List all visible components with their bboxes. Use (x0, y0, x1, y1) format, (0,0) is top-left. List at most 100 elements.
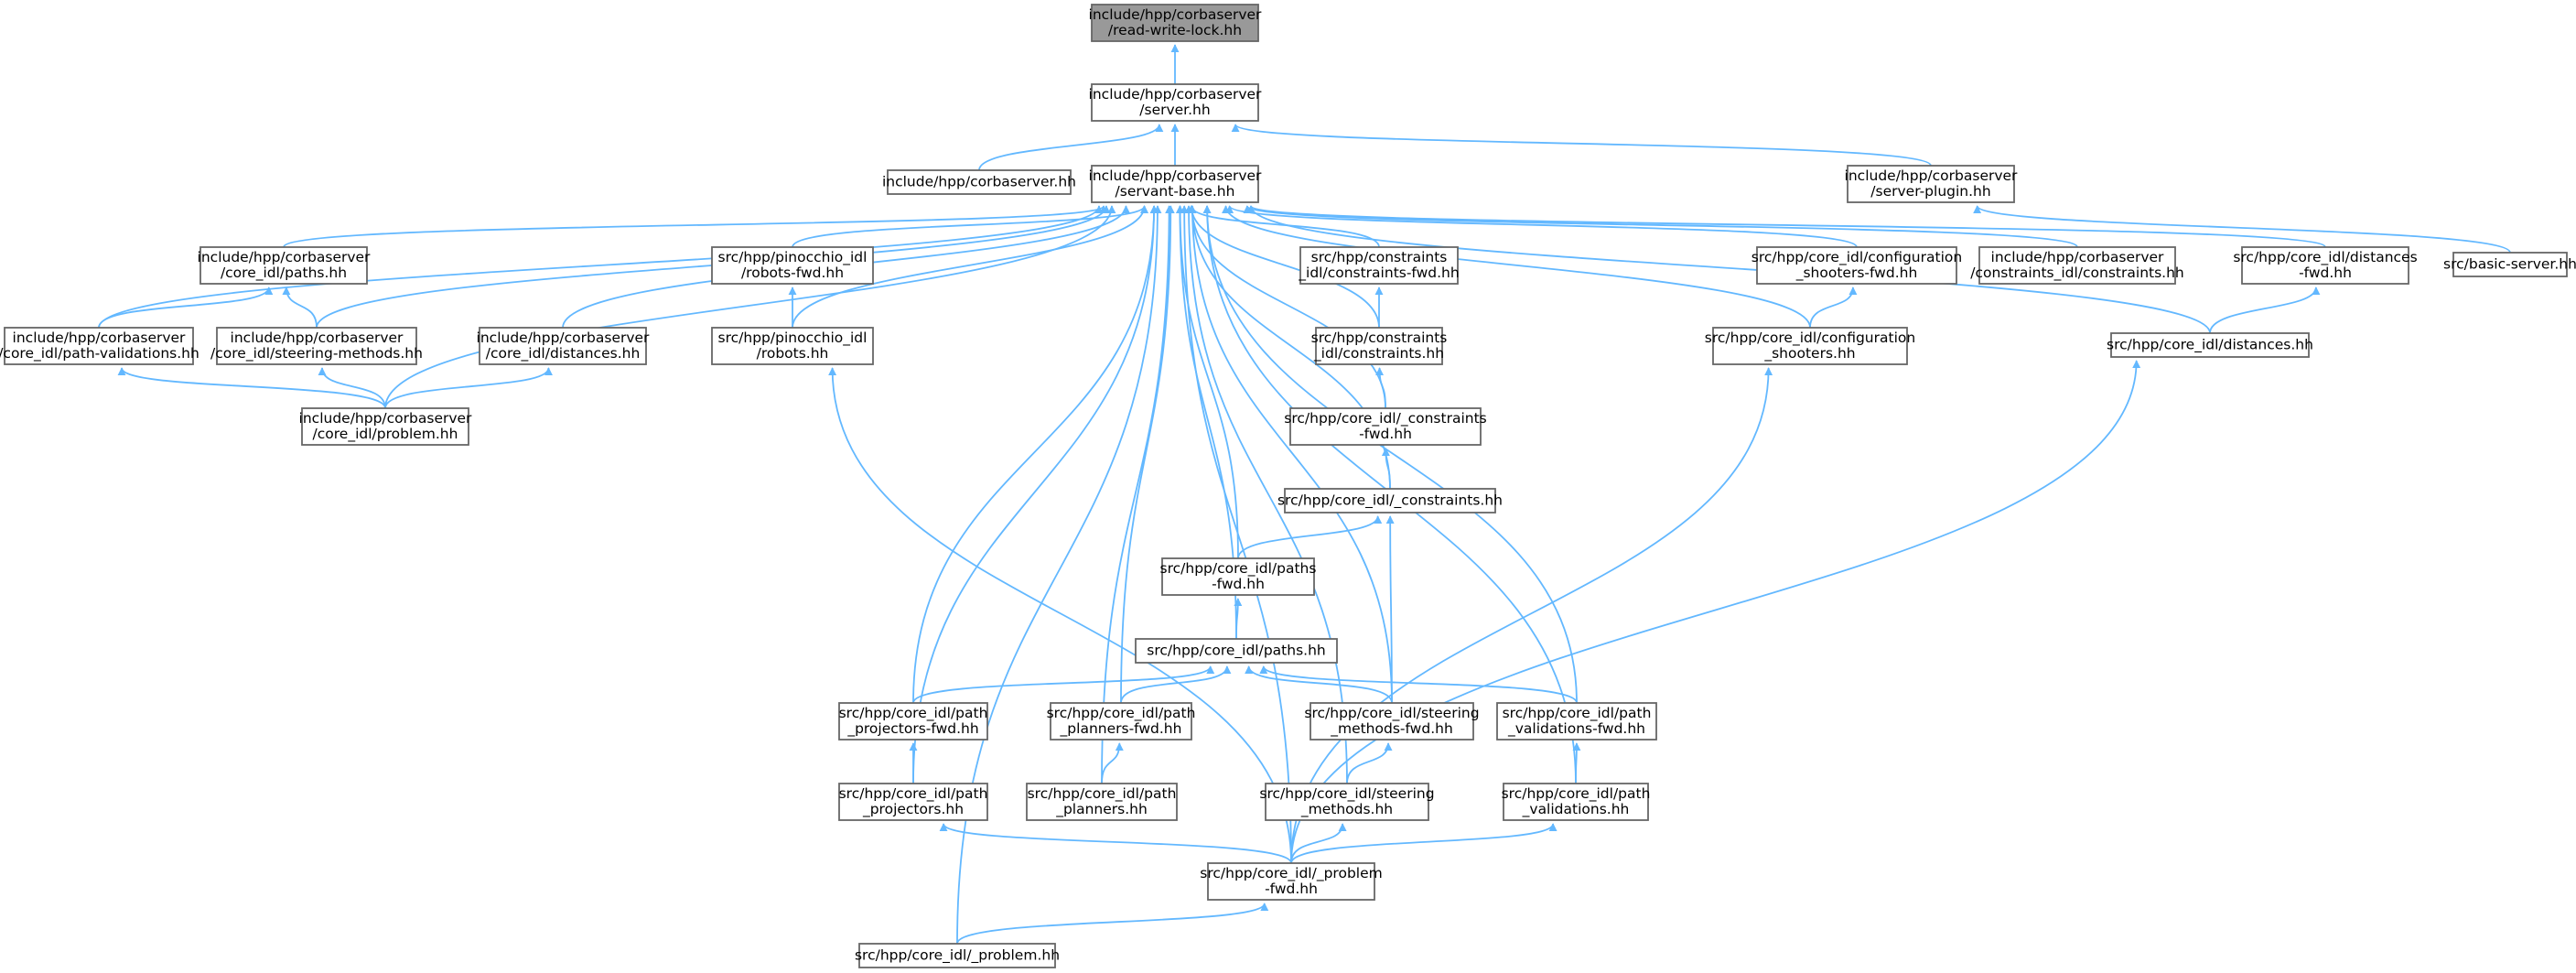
node-src-hpp-core-idl-path-planners-fwd-hh[interactable]: src/hpp/core_idl/path_planners-fwd.hh (1047, 702, 1196, 741)
node-label: -fwd.hh (1212, 576, 1265, 592)
edge-n17-to-n3 (1225, 205, 1858, 248)
edge-n8-to-n6 (282, 286, 318, 329)
node-label: src/hpp/core_idl/path (839, 705, 988, 722)
node-include-hpp-corbaserver-hh[interactable]: include/hpp/corbaserver.hh (882, 169, 1076, 195)
node-src-hpp-core-idl-paths-fwd-hh[interactable]: src/hpp/core_idl/paths-fwd.hh (1160, 557, 1317, 596)
node-src-hpp-core-idl-configuration-shooters-hh[interactable]: src/hpp/core_idl/configuration_shooters.… (1705, 327, 1915, 365)
node-src-hpp-constraints-idl-constraints-fwd-hh[interactable]: src/hpp/constraints_idl/constraints-fwd.… (1298, 246, 1460, 285)
edge-n24-to-n23 (912, 665, 1215, 704)
node-src-hpp-core-idl-path-projectors-fwd-hh[interactable]: src/hpp/core_idl/path_projectors-fwd.hh (838, 702, 988, 741)
edge-n29-to-n25 (1101, 742, 1124, 784)
edge-path (1231, 124, 1932, 167)
node-label: src/hpp/core_idl/paths (1160, 560, 1317, 578)
node-label: /constraints_idl/constraints.hh (1970, 265, 2184, 282)
edge-path (1973, 205, 2511, 254)
node-label: /core_idl/steering-methods.hh (210, 345, 423, 362)
node-label: src/hpp/pinocchio_idl (718, 249, 868, 266)
node-src-hpp-core-idl-path-validations-fwd-hh[interactable]: src/hpp/core_idl/path_validations-fwd.hh (1496, 702, 1657, 741)
node-src-hpp-core-idl-constraints-fwd-hh[interactable]: src/hpp/core_idl/_constraints-fwd.hh (1284, 407, 1487, 446)
node-src-hpp-core-idl-path-validations-hh[interactable]: src/hpp/core_idl/path_validations.hh (1502, 783, 1651, 821)
node-box (1299, 246, 1459, 285)
node-src-hpp-core-idl-distances-fwd-hh[interactable]: src/hpp/core_idl/distances-fwd.hh (2233, 246, 2418, 285)
node-label: include/hpp/corbaserver (231, 330, 404, 346)
node-src-hpp-core-idl-path-projectors-hh[interactable]: src/hpp/core_idl/path_projectors.hh (838, 783, 988, 821)
edge-path (98, 286, 274, 329)
edge-path (1375, 367, 1386, 409)
edge-path (1246, 205, 2211, 334)
node-label: _validations.hh (1522, 801, 1630, 818)
node-box (1207, 862, 1375, 901)
node-include-hpp-corbaserver-constraints-idl-constraints-hh[interactable]: include/hpp/corbaserver/constraints_idl/… (1970, 246, 2184, 285)
edge-path (1809, 286, 1858, 329)
node-label: src/hpp/core_idl/path (839, 785, 988, 803)
edge-n26-to-n3 (1188, 205, 1393, 704)
node-include-hpp-corbaserver-core-idl-problem-hh[interactable]: include/hpp/corbaserver/core_idl/problem… (299, 407, 473, 446)
node-label: /robots.hh (757, 345, 829, 362)
edge-n12-to-n3 (792, 205, 1149, 329)
node-box (1050, 702, 1192, 741)
node-src-hpp-core-idl-constraints-hh[interactable]: src/hpp/core_idl/_constraints.hh (1277, 488, 1503, 514)
node-box (1496, 702, 1657, 741)
node-box (838, 783, 988, 821)
node-box (1756, 246, 1957, 285)
node-label: src/basic-server.hh (2443, 256, 2576, 273)
node-label: src/hpp/core_idl/path (1502, 785, 1651, 803)
node-label: include/hpp/corbaserver.hh (882, 174, 1076, 190)
node-src-basic-server-hh[interactable]: src/basic-server.hh (2443, 252, 2576, 277)
node-include-hpp-corbaserver-read-write-lock-hh[interactable]: include/hpp/corbaserver/read-write-lock.… (1089, 4, 1263, 42)
edge-n32-to-n28 (939, 823, 1292, 864)
node-label: src/hpp/core_idl/path (1047, 705, 1196, 722)
edge-path (792, 205, 1149, 329)
edge-path (1188, 205, 1393, 704)
edge-path (384, 367, 553, 409)
node-label: /servant-base.hh (1116, 183, 1235, 200)
node-src-hpp-constraints-idl-constraints-hh[interactable]: src/hpp/constraints_idl/constraints.hh (1311, 327, 1448, 365)
node-src-hpp-core-idl-problem-fwd-hh[interactable]: src/hpp/core_idl/_problem-fwd.hh (1200, 862, 1383, 901)
node-box (887, 169, 1072, 195)
node-include-hpp-corbaserver-servant-base-hh[interactable]: include/hpp/corbaserver/servant-base.hh (1089, 165, 1263, 203)
node-label: include/hpp/corbaserver (1089, 168, 1263, 184)
node-include-hpp-corbaserver-core-idl-steering-methods-hh[interactable]: include/hpp/corbaserver/core_idl/steerin… (210, 327, 423, 365)
node-box (1026, 783, 1178, 821)
node-label: src/hpp/core_idl/_problem (1200, 865, 1382, 882)
edge-path (1120, 665, 1232, 704)
edge-n14-to-n3 (1187, 205, 1380, 329)
node-src-hpp-core-idl-configuration-shooters-fwd-hh[interactable]: src/hpp/core_idl/configuration_shooters-… (1751, 246, 1962, 285)
edge-path (117, 367, 386, 409)
node-include-hpp-corbaserver-core-idl-path-validations-hh[interactable]: include/hpp/corbaserver/core_idl/path-va… (0, 327, 199, 365)
node-label: _planners.hh (1055, 801, 1148, 818)
edge-path (1572, 742, 1581, 784)
edge-path (1184, 205, 1348, 784)
edge-n21-to-n20 (2209, 286, 2321, 334)
node-src-hpp-core-idl-problem-hh[interactable]: src/hpp/core_idl/_problem.hh (855, 943, 1060, 968)
node-include-hpp-corbaserver-core-idl-paths-hh[interactable]: include/hpp/corbaserver/core_idl/paths.h… (198, 246, 372, 285)
node-box (1310, 702, 1474, 741)
edge-n22-to-n16 (1237, 515, 1383, 559)
node-label: src/hpp/core_idl/configuration (1751, 249, 1962, 266)
edge-path (956, 205, 1162, 945)
edge-n33-to-n32 (956, 903, 1269, 945)
edge-path (1346, 742, 1393, 784)
edge-path (2209, 286, 2321, 334)
node-include-hpp-corbaserver-server-plugin-hh[interactable]: include/hpp/corbaserver/server-plugin.hh (1845, 165, 2019, 203)
node-include-hpp-corbaserver-server-hh[interactable]: include/hpp/corbaserver/server.hh (1089, 83, 1263, 122)
node-label: -fwd.hh (1359, 426, 1412, 442)
node-src-hpp-core-idl-steering-methods-hh[interactable]: src/hpp/core_idl/steering_methods.hh (1259, 783, 1435, 821)
node-include-hpp-corbaserver-core-idl-distances-hh[interactable]: include/hpp/corbaserver/core_idl/distanc… (477, 327, 651, 365)
node-src-hpp-core-idl-distances-hh[interactable]: src/hpp/core_idl/distances.hh (2107, 332, 2313, 358)
node-src-hpp-pinocchio-idl-robots-hh[interactable]: src/hpp/pinocchio_idl/robots.hh (711, 327, 874, 365)
edge-path (1101, 742, 1124, 784)
node-box (1978, 246, 2176, 285)
node-src-hpp-core-idl-path-planners-hh[interactable]: src/hpp/core_idl/path_planners.hh (1026, 783, 1178, 821)
node-src-hpp-core-idl-paths-hh[interactable]: src/hpp/core_idl/paths.hh (1135, 638, 1338, 664)
edge-path (1176, 205, 1239, 559)
edge-n31-to-n27 (1572, 742, 1581, 784)
edge-n10-to-n3 (384, 205, 1116, 409)
node-src-hpp-core-idl-steering-methods-fwd-hh[interactable]: src/hpp/core_idl/steering_methods-fwd.hh (1304, 702, 1480, 741)
node-src-hpp-pinocchio-idl-robots-fwd-hh[interactable]: src/hpp/pinocchio_idl/robots-fwd.hh (711, 246, 874, 285)
node-label: _projectors.hh (862, 801, 964, 818)
edge-path (1202, 205, 1578, 704)
node-label: _methods-fwd.hh (1330, 720, 1453, 738)
edge-path (98, 205, 1104, 329)
edge-path (912, 205, 1159, 784)
